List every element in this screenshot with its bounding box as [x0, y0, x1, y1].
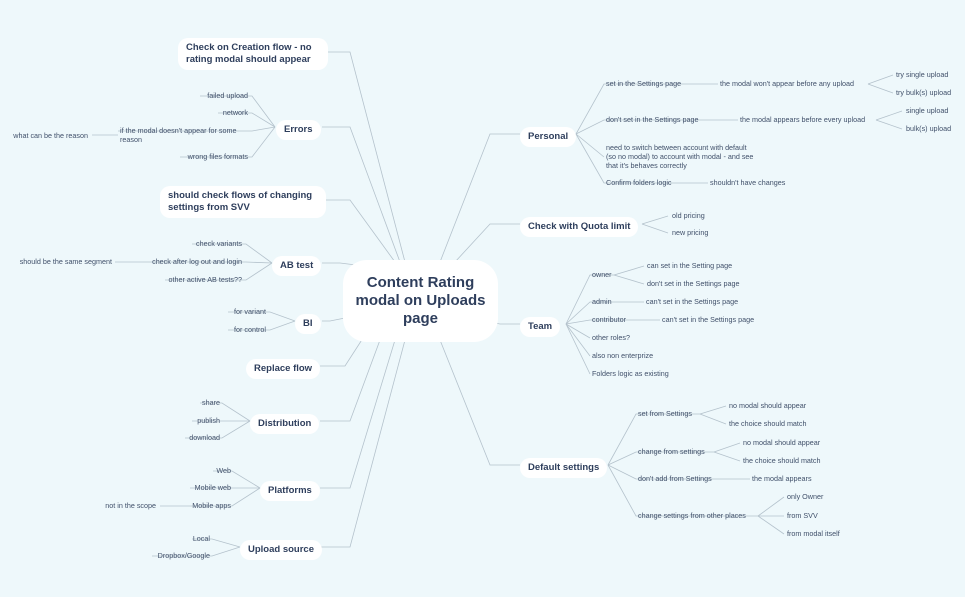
leaf-can-set-owner: can set in the Setting page [647, 261, 733, 270]
leaf-for-control: for control [234, 325, 266, 334]
leaf-cant-set-admin: can't set in the Settings page [646, 297, 739, 306]
leaf-try-bulk: try bulk(s) upload [896, 88, 952, 97]
leaf-no-modal-1: no modal should appear [729, 401, 807, 410]
node-creation-flow-line-1: Check on Creation flow - no [186, 42, 312, 53]
node-bi[interactable]: BI [295, 314, 321, 334]
leaf-admin: admin [592, 297, 612, 306]
node-creation-flow-line-2: rating modal should appear [186, 54, 311, 65]
node-replace-flow[interactable]: Replace flow [246, 359, 321, 379]
leaf-reason: what can be the reason [13, 131, 88, 140]
leaf-bulk-upload: bulk(s) upload [906, 124, 952, 133]
leaf-confirm-folders: Confirm folders logic [606, 178, 672, 187]
node-default-settings[interactable]: Default settings [520, 458, 608, 478]
leaf-other-ab-tests: other active AB tests?? [168, 275, 242, 284]
central-topic[interactable]: Content Rating modal on Uploads page [343, 260, 498, 342]
leaf-network: network [222, 108, 248, 117]
leaf-same-segment: should be the same segment [19, 257, 112, 266]
leaf-dont-set-settings: don't set in the Settings page [606, 115, 699, 124]
leaf-from-svv: from SVV [787, 511, 818, 520]
leaf-new-pricing: new pricing [672, 228, 709, 237]
node-errors[interactable]: Errors [276, 120, 321, 140]
leaf-modal-not-appear: if the modal doesn't appear for some rea… [120, 126, 237, 144]
node-upload-source[interactable]: Upload source [240, 540, 322, 560]
leaf-choice-match-2: the choice should match [743, 456, 821, 465]
leaf-cant-set-contributor: can't set in the Settings page [662, 315, 755, 324]
node-platforms[interactable]: Platforms [260, 481, 320, 501]
central-topic-line-1: Content Rating [366, 274, 475, 291]
leaf-single-upload: single upload [906, 106, 949, 115]
node-svv-line-2: settings from SVV [168, 202, 250, 213]
leaf-mobile-apps: Mobile apps [192, 501, 231, 510]
leaf-dont-set-owner: don't set in the Settings page [647, 279, 740, 288]
node-creation-flow[interactable]: Check on Creation flow - no rating modal… [178, 38, 328, 70]
node-svv-line-1: should check flows of changing [168, 190, 313, 201]
leaf-only-owner: only Owner [787, 492, 824, 501]
leaf-change-from-settings: change from settings [638, 447, 705, 456]
leaf-folders-logic: Folders logic as existing [592, 369, 669, 378]
leaf-wrong-files: wrong files formats [187, 152, 248, 161]
node-personal[interactable]: Personal [520, 127, 577, 147]
node-ab-test[interactable]: AB test [272, 256, 322, 276]
leaf-download: download [189, 433, 220, 442]
leaf-set-from-settings: set from Settings [638, 409, 692, 418]
central-topic-line-2: modal on Uploads [355, 292, 486, 309]
leaf-share: share [202, 398, 220, 407]
node-quota-limit[interactable]: Check with Quota limit [520, 217, 639, 237]
leaf-no-changes: shouldn't have changes [710, 178, 786, 187]
central-topic-line-3: page [402, 310, 438, 327]
node-team[interactable]: Team [520, 317, 561, 337]
leaf-check-variants: check variants [196, 239, 242, 248]
leaf-non-enterprize: also non enterprize [592, 351, 654, 360]
leaf-from-modal: from modal itself [787, 529, 840, 538]
node-svv[interactable]: should check flows of changing settings … [160, 186, 326, 218]
leaf-choice-match-1: the choice should match [729, 419, 807, 428]
leaf-mobile-web: Mobile web [194, 483, 231, 492]
leaf-switch-accounts: need to switch between account with defa… [606, 143, 754, 170]
leaf-failed-upload: failed upload [207, 91, 248, 100]
leaf-owner: owner [592, 270, 612, 279]
leaf-change-other-places: change settings from other places [638, 511, 746, 520]
leaf-no-modal-2: no modal should appear [743, 438, 821, 447]
leaf-publish: publish [197, 416, 220, 425]
leaf-not-in-scope: not in the scope [105, 501, 156, 510]
leaf-dont-add-settings: don't add from Settings [638, 474, 712, 483]
leaf-modal-appears-every: the modal appears before every upload [740, 115, 866, 124]
leaf-other-roles: other roles? [592, 333, 630, 342]
leaf-for-variant: for variant [234, 307, 266, 316]
leaf-check-logout: check after log out and login [152, 257, 242, 266]
leaf-web: Web [216, 466, 231, 475]
leaf-try-single: try single upload [896, 70, 949, 79]
leaf-dropbox-google: Dropbox/Google [157, 551, 210, 560]
leaf-local: Local [192, 534, 210, 543]
leaf-contributor: contributor [592, 315, 626, 324]
leaf-modal-appears: the modal appears [752, 474, 812, 483]
leaf-old-pricing: old pricing [672, 211, 705, 220]
leaf-set-settings-page: set in the Settings page [606, 79, 682, 88]
node-distribution[interactable]: Distribution [250, 414, 320, 434]
leaf-wont-appear: the modal won't appear before any upload [720, 79, 855, 88]
